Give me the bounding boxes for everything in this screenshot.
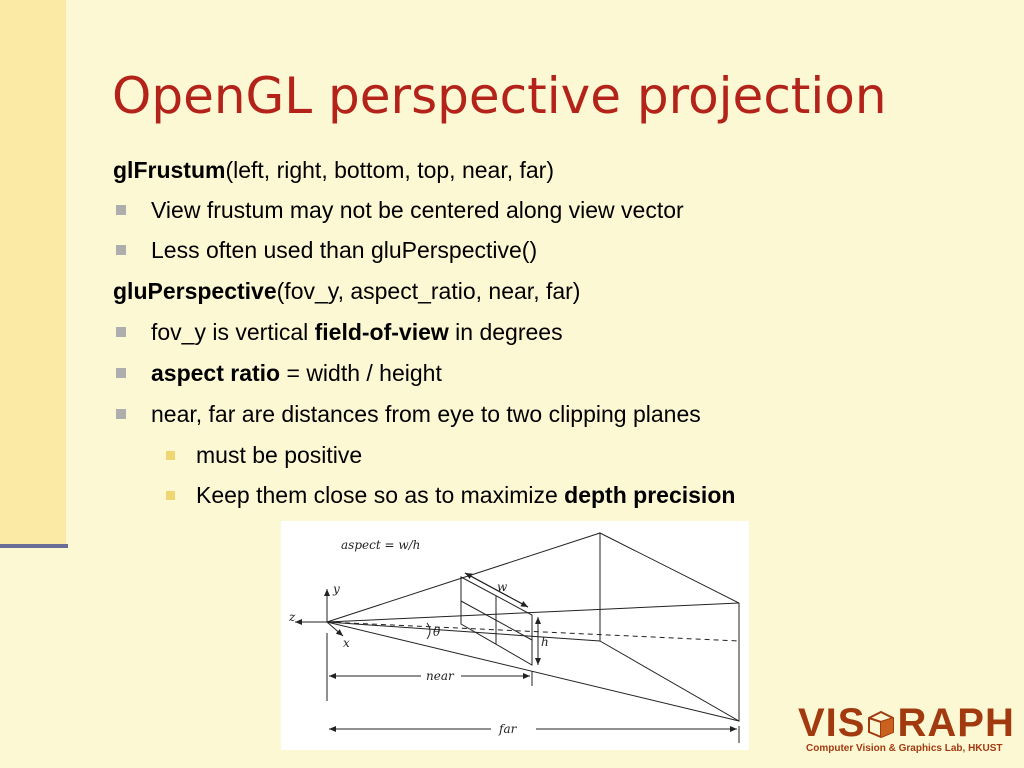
bullet-square-icon xyxy=(116,327,126,337)
theta-label: θ xyxy=(433,625,441,639)
h-label: h xyxy=(541,635,549,649)
left-accent-rule xyxy=(0,544,68,548)
line-text: fov_y is vertical xyxy=(151,319,315,345)
bullet-item: fov_y is vertical field-of-view in degre… xyxy=(151,317,563,347)
bullet-square-icon xyxy=(116,245,126,255)
text-line-glfrustum: glFrustum(left, right, bottom, top, near… xyxy=(113,155,554,185)
sub-bullet-square-icon xyxy=(166,491,175,500)
text-line-gluperspective: gluPerspective(fov_y, aspect_ratio, near… xyxy=(113,276,580,306)
logo-subtitle: Computer Vision & Graphics Lab, HKUST xyxy=(806,743,1003,754)
code-term: gluPerspective xyxy=(113,278,277,304)
bold-term: aspect ratio xyxy=(151,360,281,386)
slide-title: OpenGL perspective projection xyxy=(112,67,887,125)
visgraph-logo: VIS RAPH Computer Vision & Graphics Lab, … xyxy=(798,700,1014,760)
w-label: w xyxy=(497,580,508,594)
near-plane xyxy=(460,576,533,666)
x-axis-label: x xyxy=(343,636,350,650)
frustum-diagram-svg: aspect = w/h y z x θ w h near far xyxy=(288,532,740,743)
line-text: Keep them close so as to maximize xyxy=(196,482,565,508)
left-accent-band xyxy=(0,0,66,548)
bullet-square-icon xyxy=(116,205,126,215)
sub-bullet-item: must be positive xyxy=(196,440,362,470)
z-axis-label: z xyxy=(288,610,296,624)
bold-term: depth precision xyxy=(564,482,736,508)
line-text: (fov_y, aspect_ratio, near, far) xyxy=(276,278,581,304)
line-text: (left, right, bottom, top, near, far) xyxy=(225,157,554,183)
far-label: far xyxy=(498,722,518,736)
logo-wordmark: VIS RAPH xyxy=(798,700,1015,746)
line-text: = width / height xyxy=(280,360,442,386)
bullet-square-icon xyxy=(116,368,126,378)
bullet-item: aspect ratio = width / height xyxy=(151,358,442,388)
line-text: View frustum may not be centered along v… xyxy=(151,197,684,223)
bullet-item: near, far are distances from eye to two … xyxy=(151,399,701,429)
line-text: near, far are distances from eye to two … xyxy=(151,401,701,427)
line-text: must be positive xyxy=(196,442,363,468)
line-text: in degrees xyxy=(448,319,563,345)
logo-word-left: VIS xyxy=(798,701,866,745)
bullet-item: Less often used than gluPerspective() xyxy=(151,235,537,265)
logo-word-right: RAPH xyxy=(897,701,1015,745)
code-term: glFrustum xyxy=(113,157,226,183)
bullet-item: View frustum may not be centered along v… xyxy=(151,195,684,225)
aspect-label: aspect = w/h xyxy=(341,538,420,552)
sub-bullet-square-icon xyxy=(166,451,175,460)
bold-term: field-of-view xyxy=(314,319,449,345)
cube-icon xyxy=(868,710,895,738)
near-label: near xyxy=(426,669,455,683)
bullet-square-icon xyxy=(116,409,126,419)
sub-bullet-item: Keep them close so as to maximize depth … xyxy=(196,480,735,510)
y-axis-label: y xyxy=(332,582,340,596)
line-text: Less often used than gluPerspective() xyxy=(151,237,538,263)
frustum-diagram: aspect = w/h y z x θ w h near far xyxy=(281,521,749,750)
